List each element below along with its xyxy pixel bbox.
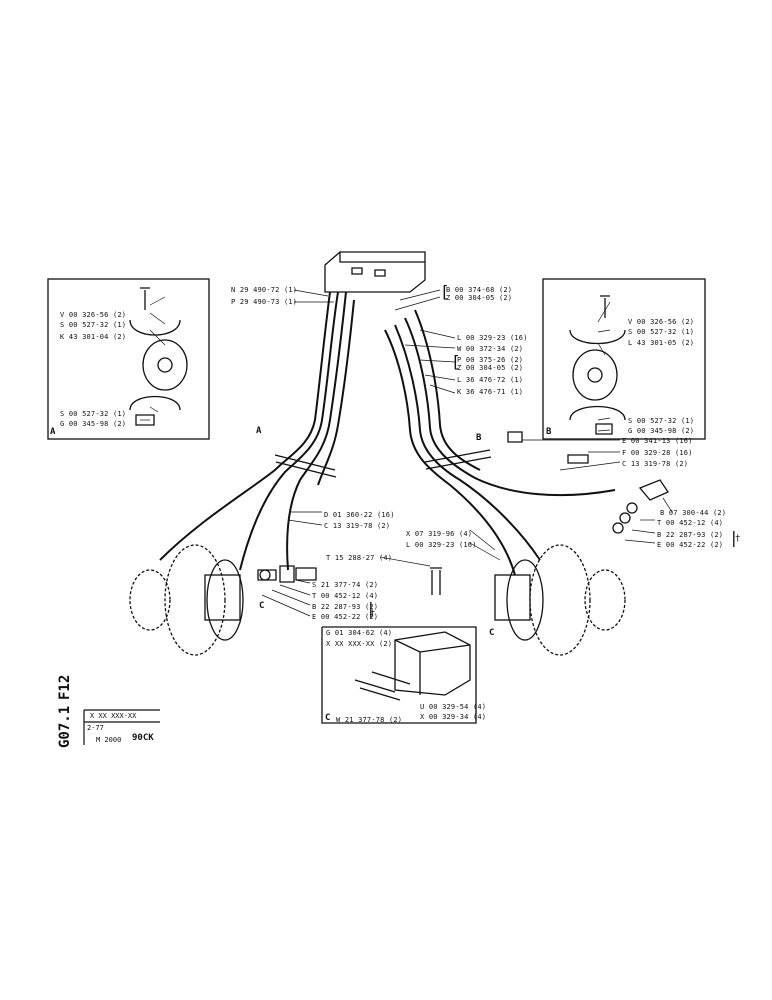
valve-block bbox=[324, 251, 426, 293]
box-c-label-3: U 00 329-54 (4) bbox=[420, 703, 487, 711]
right-lower-dagger: † bbox=[735, 534, 741, 544]
box-a-letter: A bbox=[50, 427, 56, 437]
box-b-label-3: L 43 301-05 (2) bbox=[628, 339, 695, 347]
model-prefix: M 2000 bbox=[96, 736, 122, 744]
top-left-label-1: N 29 490-72 (1) bbox=[231, 286, 298, 294]
right-mid-label-2: F 00 329-28 (16) bbox=[622, 449, 693, 457]
top-right-l2: L 36 476-72 (1) bbox=[457, 376, 524, 384]
box-a-label-3: K 43 301-04 (2) bbox=[60, 333, 127, 341]
box-c-label-2: X XX XXX-XX (2) bbox=[326, 640, 393, 648]
right-lower-bracket: | bbox=[729, 528, 739, 547]
detail-box-b-frame bbox=[542, 278, 706, 440]
detail-box-c-frame bbox=[321, 626, 477, 724]
top-right-group2-bracket: [ bbox=[451, 352, 461, 371]
box-a-label-5: G 00 345-98 (2) bbox=[60, 420, 127, 428]
top-right-group1-bracket: [ bbox=[440, 282, 450, 301]
box-a-label-1: V 00 326-56 (2) bbox=[60, 311, 127, 319]
left-lower-bracket: | bbox=[366, 599, 376, 618]
right-lower-label-4: E 00 452-22 (2) bbox=[657, 541, 724, 549]
section-code: F12 bbox=[57, 674, 73, 700]
box-b-label-1: V 00 326-56 (2) bbox=[628, 318, 695, 326]
center-lower-label-2: L 00 329-23 (16) bbox=[406, 541, 477, 549]
center-mid-label-2: C 13 319-78 (2) bbox=[324, 522, 391, 530]
right-wheel-motor bbox=[494, 544, 626, 656]
marker-c-left: C bbox=[259, 601, 265, 611]
serial-mask: X XX XXX-XX bbox=[90, 712, 137, 720]
box-b-label-2: S 00 527-32 (1) bbox=[628, 328, 695, 336]
top-left-label-2: P 29 490-73 (1) bbox=[231, 298, 298, 306]
left-wheel-motor bbox=[129, 544, 244, 656]
top-right-group1-label-2: Z 00 304-05 (2) bbox=[446, 294, 513, 302]
right-mid-label-1: E 00 341-13 (16) bbox=[622, 437, 693, 445]
left-lower-label-2: S 21 377-74 (2) bbox=[312, 581, 379, 589]
box-a-label-4: S 00 527-32 (1) bbox=[60, 410, 127, 418]
box-c-label-4: X 00 329-34 (4) bbox=[420, 713, 487, 721]
center-lower-label-1: X 07 319-96 (4) bbox=[406, 530, 473, 538]
right-hose-bundle bbox=[384, 309, 616, 576]
box-b-label-5: G 00 345-98 (2) bbox=[628, 427, 695, 435]
right-lower-label-2: T 00 452-12 (4) bbox=[657, 519, 724, 527]
box-c-label-5: W 21 377-78 (2) bbox=[336, 716, 403, 724]
detail-box-a-frame bbox=[47, 278, 210, 440]
marker-c-right: C bbox=[489, 628, 495, 638]
top-right-group1-label-1: B 00 374-68 (2) bbox=[446, 286, 513, 294]
box-b-letter: B bbox=[546, 427, 552, 437]
right-lower-label-1: B 07 300-44 (2) bbox=[660, 509, 727, 517]
box-a-label-2: S 00 527-32 (1) bbox=[60, 321, 127, 329]
left-lower-label-5: E 00 452-22 (2) bbox=[312, 613, 379, 621]
top-right-w1: W 00 372-34 (2) bbox=[457, 345, 524, 353]
model-name: 90CK bbox=[132, 733, 154, 743]
marker-a: A bbox=[256, 426, 262, 436]
center-mid-label-1: D 01 360-22 (16) bbox=[324, 511, 395, 519]
right-mid-label-3: C 13 319-78 (2) bbox=[622, 460, 689, 468]
sheet-date: 2-77 bbox=[87, 724, 104, 732]
left-lower-label-3: T 00 452-12 (4) bbox=[312, 592, 379, 600]
marker-b: B bbox=[476, 433, 482, 443]
right-lower-label-3: B 22 287-93 (2) bbox=[657, 531, 724, 539]
box-c-label-1: G 01 304-62 (4) bbox=[326, 629, 393, 637]
left-hose-bundle bbox=[159, 291, 355, 571]
top-right-group2-label-2: Z 00 304-05 (2) bbox=[457, 364, 524, 372]
box-b-label-4: S 00 527-32 (1) bbox=[628, 417, 695, 425]
page-code: G07.1 bbox=[57, 705, 73, 748]
left-lower-dagger: † bbox=[370, 609, 376, 619]
left-lower-label-4: B 22 287-93 (2) bbox=[312, 603, 379, 611]
left-lower-label-1: T 15 288-27 (4) bbox=[326, 554, 393, 562]
box-c-letter: C bbox=[325, 713, 331, 723]
top-right-k2: K 36 476-71 (1) bbox=[457, 388, 524, 396]
top-right-l1: L 00 329-23 (16) bbox=[457, 334, 528, 342]
top-right-group2-label-1: P 00 375-26 (2) bbox=[457, 356, 524, 364]
